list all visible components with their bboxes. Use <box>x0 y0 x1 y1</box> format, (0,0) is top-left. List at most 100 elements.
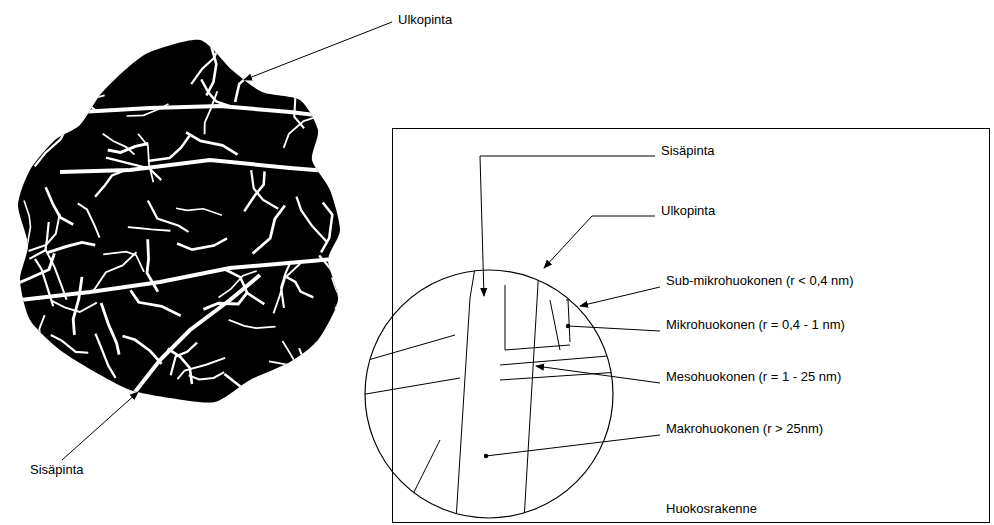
crack <box>332 277 341 309</box>
crack <box>283 341 309 374</box>
crack <box>330 141 343 178</box>
crack <box>128 227 171 231</box>
crack <box>321 203 332 253</box>
crack <box>31 36 76 50</box>
crack <box>224 374 277 387</box>
crack <box>95 169 128 197</box>
crack <box>47 242 95 252</box>
leader-line <box>244 22 392 80</box>
pore-wall <box>360 378 460 395</box>
pore-wall <box>524 250 540 520</box>
crack <box>51 335 89 353</box>
crack <box>54 95 105 104</box>
crack <box>108 143 149 152</box>
crack <box>29 222 48 259</box>
pore-wall <box>456 250 478 520</box>
pore-wall <box>500 355 620 365</box>
pore-wall <box>550 300 560 350</box>
crack <box>135 275 260 392</box>
crack <box>123 336 162 364</box>
crack <box>177 238 227 249</box>
leader-line <box>580 287 660 306</box>
crack <box>103 252 144 272</box>
crack <box>203 293 247 310</box>
pore-label: Sisäpinta <box>661 143 714 159</box>
crack <box>35 127 67 166</box>
crack <box>244 171 264 211</box>
crack <box>189 372 225 379</box>
crack <box>35 259 53 306</box>
crack <box>205 91 218 134</box>
crack <box>229 320 276 328</box>
pore-wall <box>505 285 570 350</box>
crack <box>148 201 189 232</box>
leader-line <box>536 366 660 383</box>
crack <box>223 268 264 304</box>
crack <box>253 206 285 254</box>
crack <box>130 290 180 316</box>
crack <box>148 136 190 161</box>
crack <box>14 253 54 285</box>
crack <box>178 358 226 379</box>
crack <box>315 331 380 343</box>
crack <box>176 208 222 215</box>
surface-label: Ulkopinta <box>398 12 452 28</box>
crack <box>24 200 30 249</box>
crack <box>269 356 325 367</box>
pore-label: Mesohuokonen (r = 1 - 25 nm) <box>666 369 841 385</box>
box-caption: Huokosrakenne <box>666 501 757 517</box>
pore-label: Sub-mikrohuokonen (r < 0,4 nm) <box>666 273 854 289</box>
crack <box>251 170 278 209</box>
crack <box>20 258 345 300</box>
crack <box>30 86 77 109</box>
crack <box>273 264 300 314</box>
crack <box>127 104 169 116</box>
crack <box>235 59 259 102</box>
crack <box>284 276 313 298</box>
pore-label: Ulkopinta <box>661 203 715 219</box>
leader-lines <box>62 22 660 460</box>
structure-box: SisäpintaUlkopintaSub-mikrohuokonen (r <… <box>392 128 990 523</box>
crack <box>10 106 340 118</box>
crack <box>147 239 158 292</box>
crack <box>286 348 305 393</box>
pore-wall <box>400 440 440 520</box>
leader-line <box>568 326 660 331</box>
crack <box>60 160 340 172</box>
crack <box>63 82 96 111</box>
crack <box>294 86 304 128</box>
particle-body <box>18 40 340 403</box>
crack <box>95 334 115 378</box>
crack <box>29 214 60 251</box>
leader-dot <box>484 454 488 458</box>
crack <box>319 255 349 278</box>
outer-circle <box>365 270 613 518</box>
pore-wall <box>500 372 620 380</box>
crack <box>15 64 32 103</box>
leader-line <box>544 216 655 268</box>
crack <box>52 301 97 312</box>
crack <box>39 315 44 355</box>
pore-wall <box>566 296 600 300</box>
pore-wall <box>568 300 570 342</box>
crack <box>138 134 153 183</box>
carbon-particle <box>10 36 380 406</box>
leader-line <box>62 392 138 460</box>
pore-label: Mikrohuokonen (r = 0,4 - 1 nm) <box>666 317 845 333</box>
pore-label: Makrohuokonen (r > 25nm) <box>666 421 823 437</box>
crack <box>73 277 82 335</box>
crack <box>206 44 216 95</box>
leader-line <box>480 156 655 296</box>
crack <box>40 356 52 406</box>
crack <box>191 44 220 84</box>
crack <box>94 252 137 290</box>
crack <box>284 115 322 148</box>
crack <box>78 203 100 237</box>
leader-line <box>486 435 660 456</box>
surface-label: Sisäpinta <box>30 462 83 478</box>
pore-wall <box>368 335 455 360</box>
pore-circle <box>360 250 620 520</box>
crack <box>101 303 119 355</box>
crack <box>186 132 238 154</box>
